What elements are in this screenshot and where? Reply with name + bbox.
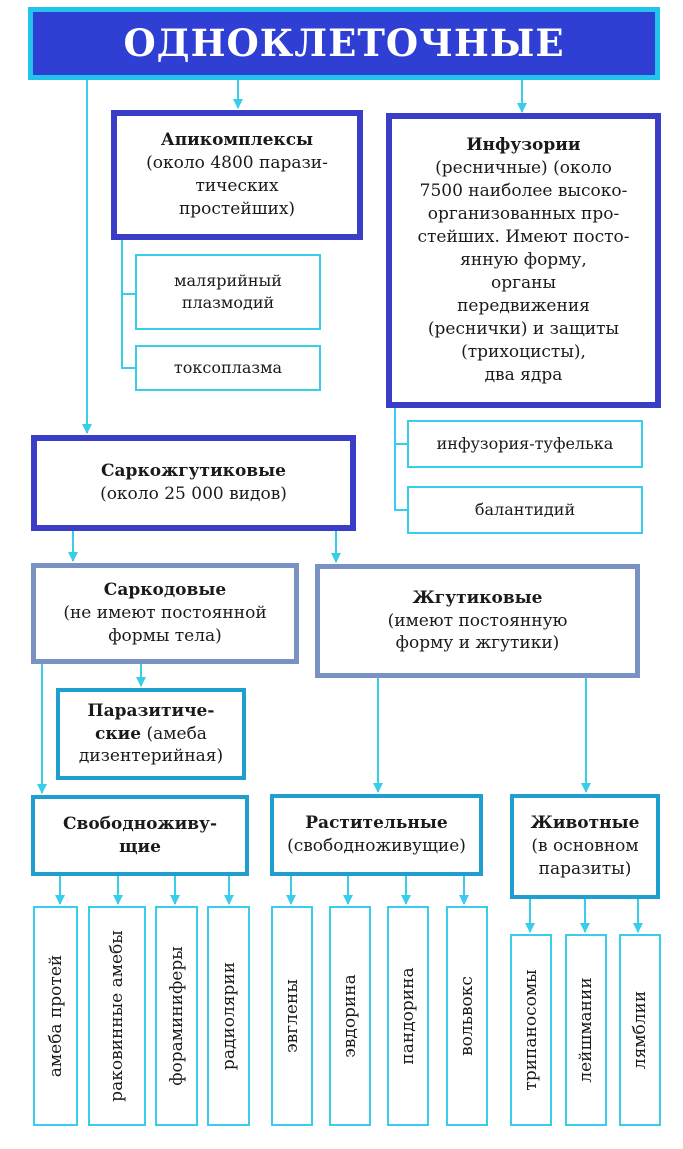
leaf-label: радиолярии	[218, 961, 239, 1071]
ciliates-desc-line: два ядра	[484, 364, 563, 385]
ciliates-desc-line: стейших. Имеют посто-	[417, 227, 630, 248]
leaf-balantidium: балантидий	[407, 486, 643, 534]
sarcomastigophora-name: Саркожгутиковые	[101, 461, 286, 482]
flagellates-box: Жгутиковые (имеют постоянную форму и жгу…	[315, 564, 640, 678]
diagram-title: ОДНОКЛЕТОЧНЫЕ	[28, 7, 660, 80]
parasitic-name: ские	[95, 723, 142, 744]
leaf-label: вольвокс	[457, 976, 477, 1056]
ciliates-desc-line: передвижения	[457, 295, 590, 316]
parasitic-desc-line: (амеба	[141, 723, 207, 744]
animal-name: Животные	[530, 813, 640, 834]
apicomplexa-name: Апикомплексы	[160, 130, 314, 151]
leaf-label: фораминиферы	[166, 946, 187, 1086]
ciliates-desc-line: (трихоцисты),	[461, 341, 586, 362]
flagellates-name: Жгутиковые	[412, 587, 543, 608]
ciliates-desc-line: (ресничные) (около	[435, 158, 612, 179]
leaf-trypanosoma: трипаносомы	[510, 934, 552, 1126]
animal-desc-line: (в основном	[531, 836, 639, 857]
parasitic-name: Паразитиче-	[87, 700, 215, 721]
plant-name: Растительные	[305, 813, 448, 834]
ciliates-desc-line: органы	[490, 272, 557, 293]
parasitic-box: Паразитиче- ские (амеба дизентерийная)	[56, 688, 246, 780]
leaf-label: лейшмании	[576, 977, 596, 1083]
freeliving-name: щие	[119, 836, 161, 857]
ciliates-desc-line: янную форму,	[460, 250, 587, 271]
leaf-amoeba-proteus: амеба протей	[33, 906, 78, 1126]
sarcodina-desc-line: (не имеют постоянной	[63, 603, 267, 624]
leaf-label: амеба протей	[45, 954, 66, 1078]
leaf-testate-amoebae: раковинные амебы	[88, 906, 146, 1126]
flagellates-desc-line: (имеют постоянную	[387, 610, 568, 631]
leaf-radiolaria: радиолярии	[207, 906, 250, 1126]
leaf-label: трипаносомы	[521, 969, 541, 1091]
apicomplexa-desc-line: (около 4800 парази-	[146, 153, 328, 174]
leaf-paramecium: инфузория-туфелька	[407, 420, 643, 468]
leaf-eudorina: эвдорина	[329, 906, 371, 1126]
leaf-label: пандорина	[398, 967, 418, 1065]
ciliates-desc-line: (реснички) и защиты	[427, 318, 620, 339]
animal-desc-line: паразиты)	[538, 858, 632, 879]
flagellates-desc-line: форму и жгутики)	[395, 633, 560, 654]
sarcomastigophora-box: Саркожгутиковые (около 25 000 видов)	[31, 435, 356, 531]
sarcodina-box: Саркодовые (не имеют постоянной формы те…	[31, 563, 299, 664]
leaf-label: эвглены	[282, 979, 302, 1053]
leaf-label: балантидий	[474, 500, 576, 520]
ciliates-desc-line: организованных про-	[427, 204, 620, 225]
apicomplexa-box: Апикомплексы (около 4800 парази- тически…	[111, 110, 363, 240]
plant-box: Растительные (свободноживущие)	[270, 794, 483, 876]
freeliving-name: Свободноживу-	[63, 813, 217, 834]
sarcodina-name: Саркодовые	[103, 580, 227, 601]
leaf-giardia: лямблии	[619, 934, 661, 1126]
leaf-volvox: вольвокс	[446, 906, 488, 1126]
ciliates-box: Инфузории (ресничные) (около 7500 наибол…	[386, 113, 661, 408]
apicomplexa-desc-line: тических	[195, 176, 279, 196]
leaf-foraminifera: фораминиферы	[155, 906, 198, 1126]
sarcodina-desc-line: формы тела)	[108, 625, 222, 646]
sarcomastigophora-desc-line: (около 25 000 видов)	[100, 484, 287, 504]
ciliates-name: Инфузории	[466, 135, 581, 156]
leaf-pandorina: пандорина	[387, 906, 429, 1126]
animal-box: Животные (в основном паразиты)	[510, 794, 660, 899]
leaf-label: раковинные амебы	[107, 930, 127, 1102]
apicomplexa-desc-line: простейших)	[178, 198, 296, 219]
leaf-label: эвдорина	[340, 974, 360, 1058]
freeliving-box: Свободноживу- щие	[31, 795, 249, 876]
bracket-apicomplexa	[121, 240, 136, 369]
bracket-ciliates	[394, 408, 408, 511]
parasitic-desc-line: дизентерийная)	[78, 746, 224, 767]
leaf-label: токсоплазма	[173, 358, 283, 378]
leaf-leishmania: лейшмании	[565, 934, 607, 1126]
plant-desc-line: (свободноживущие)	[287, 836, 466, 856]
leaf-malaria-plasmodium: малярийный плазмодий	[135, 254, 321, 330]
leaf-label: малярийный плазмодий	[174, 271, 282, 312]
leaf-euglena: эвглены	[271, 906, 313, 1126]
title-text: ОДНОКЛЕТОЧНЫЕ	[123, 20, 565, 65]
leaf-label: инфузория-туфелька	[436, 434, 614, 454]
leaf-label: лямблии	[630, 990, 650, 1070]
leaf-toxoplasma: токсоплазма	[135, 345, 321, 391]
ciliates-desc-line: 7500 наиболее высоко-	[419, 181, 628, 202]
